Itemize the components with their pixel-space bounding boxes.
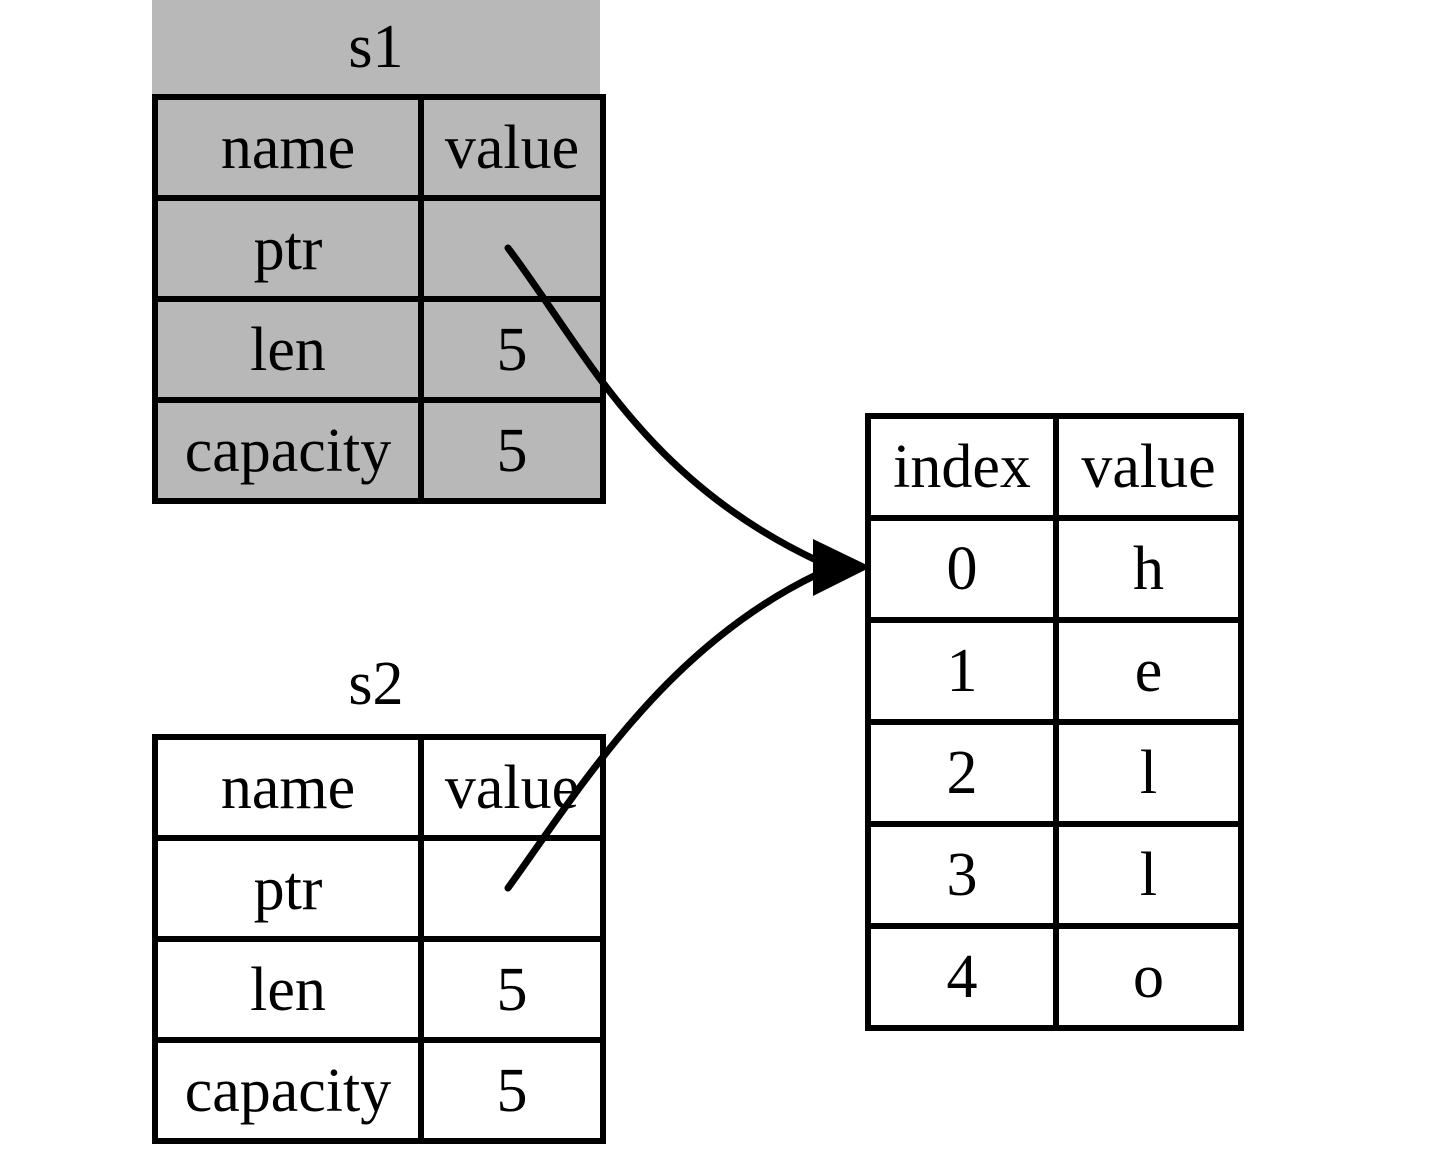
heap-index-3: 3 <box>865 821 1059 929</box>
heap-row-4: 4 o <box>865 923 1244 1031</box>
s1-capacity-row: capacity 5 <box>152 397 606 504</box>
s1-title-band: s1 <box>152 0 600 94</box>
s1-ptr-label: ptr <box>152 195 424 302</box>
heap-row-0: 0 h <box>865 515 1244 623</box>
heap-header-index: index <box>865 413 1059 521</box>
heap-header-row: index value <box>865 413 1244 521</box>
s2-header-value: value <box>418 734 606 841</box>
s1-ptr-row: ptr <box>152 195 606 302</box>
s1-len-label: len <box>152 296 424 403</box>
heap-row-2: 2 l <box>865 719 1244 827</box>
heap-index-0: 0 <box>865 515 1059 623</box>
s2-ptr-row: ptr <box>152 835 606 942</box>
s2-capacity-row: capacity 5 <box>152 1037 606 1144</box>
heap-value-3: l <box>1053 821 1244 929</box>
heap-value-0: h <box>1053 515 1244 623</box>
heap-row-3: 3 l <box>865 821 1244 929</box>
heap-index-1: 1 <box>865 617 1059 725</box>
s1-capacity-value-cell: 5 <box>418 397 606 504</box>
s2-len-label: len <box>152 936 424 1043</box>
s2-capacity-value-cell: 5 <box>418 1037 606 1144</box>
s2-len-row: len 5 <box>152 936 606 1043</box>
s2-capacity-label: capacity <box>152 1037 424 1144</box>
s1-header-name: name <box>152 94 424 201</box>
heap-header-value: value <box>1053 413 1244 521</box>
heap-value-2: l <box>1053 719 1244 827</box>
s2-struct-table: name value ptr len 5 capacity 5 <box>152 734 606 1144</box>
s2-ptr-label: ptr <box>152 835 424 942</box>
s1-len-row: len 5 <box>152 296 606 403</box>
s2-header-name: name <box>152 734 424 841</box>
s2-title: s2 <box>348 649 404 718</box>
s1-len-value-cell: 5 <box>418 296 606 403</box>
heap-index-2: 2 <box>865 719 1059 827</box>
s2-title-band: s2 <box>152 634 600 734</box>
arrow-head <box>813 539 871 596</box>
s1-title: s1 <box>348 12 404 81</box>
s1-ptr-value-cell <box>418 195 606 302</box>
s2-header-row: name value <box>152 734 606 841</box>
heap-buffer-table: index value 0 h 1 e 2 l 3 l 4 o <box>865 413 1244 1031</box>
s1-capacity-label: capacity <box>152 397 424 504</box>
s1-header-value: value <box>418 94 606 201</box>
s2-len-value-cell: 5 <box>418 936 606 1043</box>
heap-row-1: 1 e <box>865 617 1244 725</box>
heap-value-1: e <box>1053 617 1244 725</box>
heap-value-4: o <box>1053 923 1244 1031</box>
s1-header-row: name value <box>152 94 606 201</box>
heap-index-4: 4 <box>865 923 1059 1031</box>
s2-ptr-value-cell <box>418 835 606 942</box>
s1-struct-table: name value ptr len 5 capacity 5 <box>152 94 606 504</box>
